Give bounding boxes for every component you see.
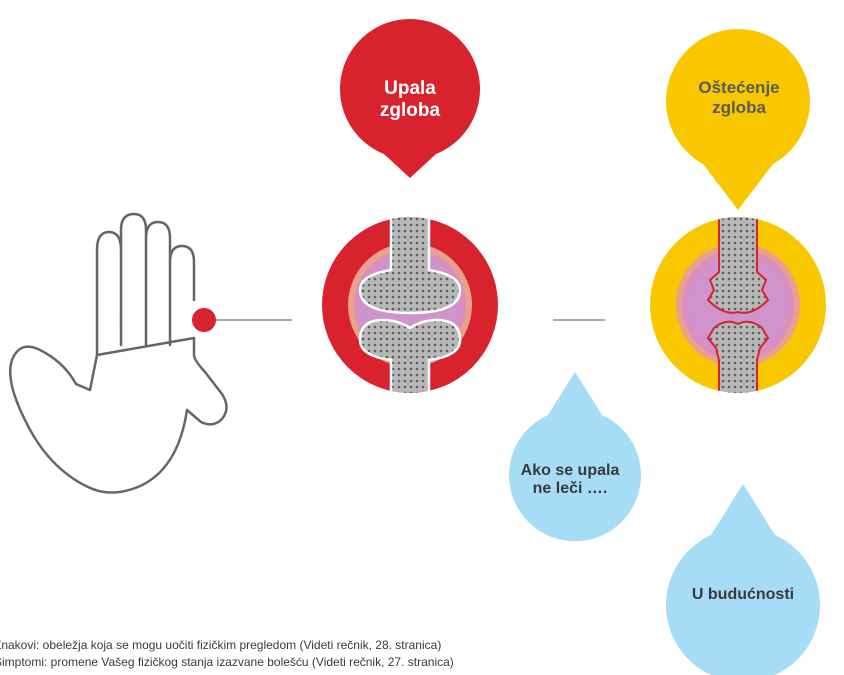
inflammation-label: Upala zgloba — [350, 78, 470, 122]
footnote-signs: Znakovi: obeležja koja se mogu uočiti fi… — [0, 638, 441, 652]
future-label: U budućnosti — [668, 586, 818, 604]
untreated-bubble — [509, 372, 641, 541]
footnote-symptoms: Simptomi: promene Vašeg fizičkog stanja … — [0, 655, 454, 669]
inflamed-joint-icon — [322, 210, 498, 400]
damaged-joint-icon — [650, 210, 826, 400]
future-bubble — [666, 484, 820, 675]
hand-icon — [10, 214, 226, 493]
inflamed-finger-joint-icon — [192, 308, 216, 332]
damage-label: Oštećenje zgloba — [669, 78, 809, 117]
untreated-label: Ako se upala ne leči …. — [508, 462, 632, 499]
damage-bubble — [666, 29, 810, 210]
